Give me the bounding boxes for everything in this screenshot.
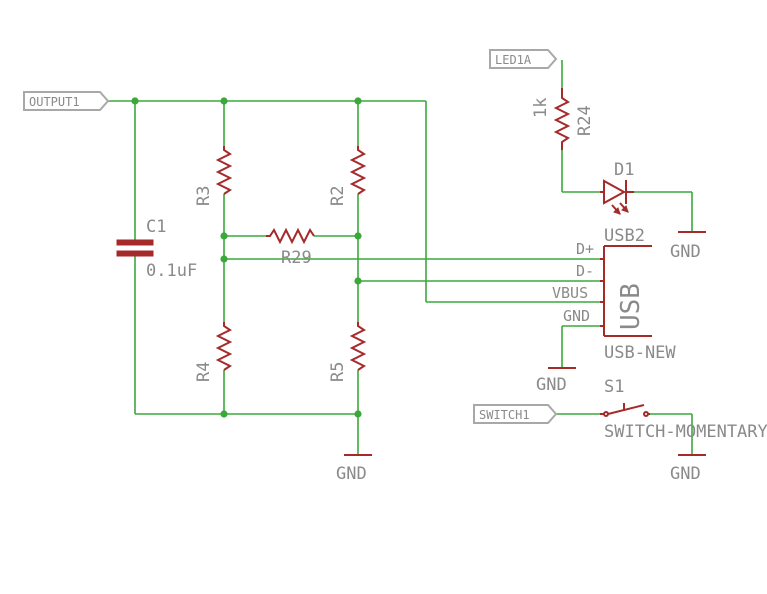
c1-name: C1: [146, 217, 166, 237]
r24-name: R24: [575, 105, 595, 136]
resistor-r29: R29: [266, 227, 315, 268]
usb-pin-gnd: GND: [563, 307, 590, 325]
ground-switch-label: GND: [670, 464, 701, 484]
ground-main: GND: [336, 454, 372, 484]
port-led1a: LED1A: [489, 49, 558, 69]
usb-pin-dminus: D-: [576, 262, 594, 280]
resistor-r4: R4: [194, 322, 233, 382]
usb-value: USB-NEW: [604, 343, 676, 363]
port-led1a-label: LED1A: [495, 53, 532, 67]
ground-led: GND: [670, 231, 706, 262]
usb-pin-dplus: D+: [576, 240, 594, 258]
ground-switch: GND: [670, 454, 706, 484]
led-d1: D1: [600, 160, 634, 215]
usb-pin-vbus: VBUS: [552, 284, 588, 302]
s1-name: S1: [604, 377, 624, 397]
r4-name: R4: [194, 362, 214, 382]
switch-s1: S1 SWITCH-MOMENTARY: [600, 377, 767, 442]
r2-name: R2: [328, 186, 348, 206]
ground-main-label: GND: [336, 464, 367, 484]
port-switch1: SWITCH1: [473, 404, 558, 424]
d1-name: D1: [614, 160, 634, 180]
wires: [108, 60, 693, 455]
resistor-r5: R5: [328, 322, 367, 382]
resistor-r3: R3: [194, 146, 233, 206]
capacitor-c1: C1 0.1uF: [116, 217, 197, 281]
usb-body-label: USB: [616, 283, 646, 330]
ground-led-label: GND: [670, 242, 701, 262]
r24-value: 1k: [531, 98, 551, 118]
port-output1: OUTPUT1: [23, 91, 110, 111]
port-output1-label: OUTPUT1: [29, 95, 80, 109]
resistor-r24: 1k R24: [531, 88, 595, 150]
r3-name: R3: [194, 186, 214, 206]
usb-name: USB2: [604, 226, 645, 246]
ground-usb: GND: [536, 367, 576, 395]
port-switch1-label: SWITCH1: [479, 408, 530, 422]
ground-usb-label: GND: [536, 375, 567, 395]
resistor-r2: R2: [328, 146, 367, 206]
usb-connector: USB2 USB USB-NEW D+ D- VBUS GND: [552, 226, 676, 363]
r5-name: R5: [328, 362, 348, 382]
s1-value: SWITCH-MOMENTARY: [604, 422, 767, 442]
c1-value: 0.1uF: [146, 261, 197, 281]
junction-dots: [131, 97, 362, 418]
r29-name: R29: [281, 248, 312, 268]
